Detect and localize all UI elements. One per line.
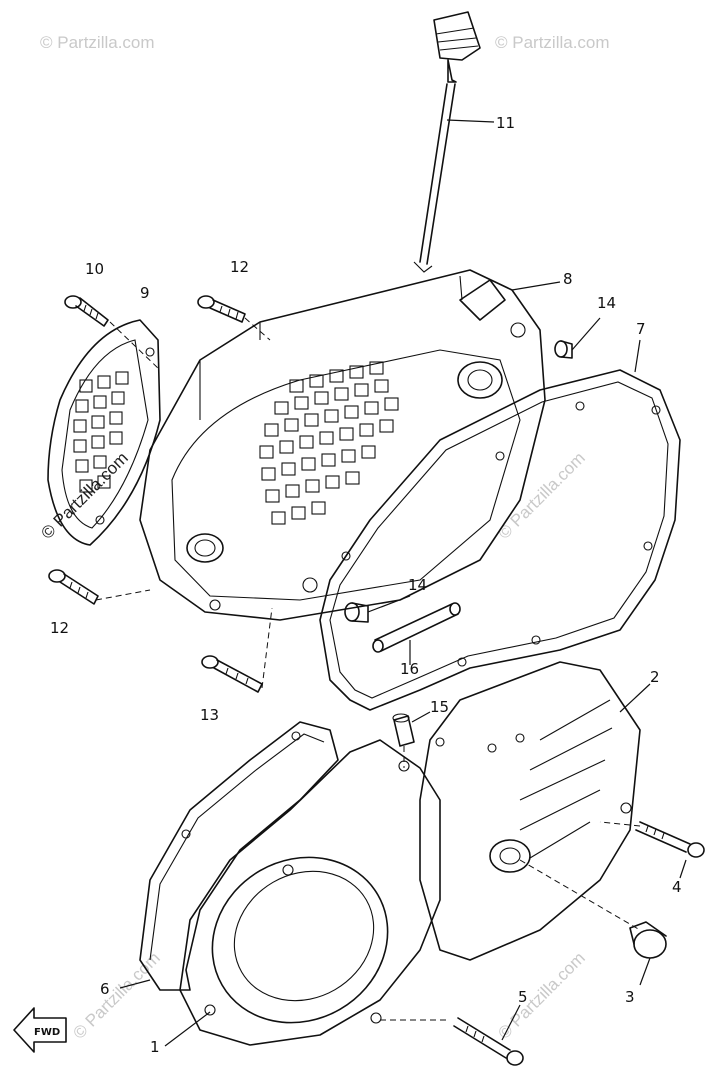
callout-8: 8 (563, 270, 573, 288)
watermark-top-right: © Partzilla.com (495, 33, 610, 52)
forward-direction-arrow: FWD (13, 1007, 67, 1053)
callout-11: 11 (496, 114, 515, 132)
callout-15: 15 (430, 698, 449, 716)
part-4-bolt (635, 821, 705, 879)
watermark-diagonal-right: © Partzilla.com (494, 448, 588, 542)
part-14-dowel-upper (554, 317, 601, 359)
callout-1: 1 (150, 1038, 160, 1056)
part-3-cap (629, 921, 667, 986)
part-6-gasket (119, 721, 339, 991)
callout-14-upper: 14 (597, 294, 616, 312)
part-15-plug (392, 711, 431, 747)
callout-2: 2 (650, 668, 660, 686)
callout-16: 16 (400, 660, 419, 678)
callout-7: 7 (636, 320, 646, 338)
part-11-dipstick (413, 11, 495, 273)
callout-13: 13 (200, 706, 219, 724)
callout-6: 6 (100, 980, 110, 998)
watermark-bottom-right: © Partzilla.com (494, 948, 588, 1042)
part-8-crankcase-cover (139, 269, 561, 621)
watermark-bottom-left: © Partzilla.com (69, 948, 163, 1042)
part-16-pin (372, 602, 461, 665)
callout-14-lower: 14 (408, 576, 427, 594)
part-1-generator-cover (164, 739, 441, 1047)
watermarks: © Partzilla.com © Partzilla.com © Partzi… (37, 33, 609, 1043)
callout-5: 5 (518, 988, 528, 1006)
callout-4: 4 (672, 878, 682, 896)
callout-3: 3 (625, 988, 635, 1006)
assembly-lines (95, 317, 641, 1021)
part-12-bolt-lower (48, 569, 99, 605)
part-12-bolt-upper (197, 295, 246, 323)
fwd-label: FWD (34, 1027, 60, 1038)
part-7-gasket (319, 339, 681, 711)
part-14-dowel-lower (344, 595, 411, 623)
callout-10: 10 (85, 260, 104, 278)
part-10-bolt (64, 295, 109, 327)
part-9-grille-cover (47, 319, 161, 546)
watermark-top-left: © Partzilla.com (40, 33, 155, 52)
part-2-side-cover (419, 661, 651, 961)
part-5-bolt (453, 1004, 524, 1066)
callout-12-upper: 12 (230, 258, 249, 276)
callout-9: 9 (140, 284, 150, 302)
callout-12-lower: 12 (50, 619, 69, 637)
part-13-bolt (201, 655, 263, 693)
callouts: 1 2 3 4 5 6 7 8 9 10 11 12 12 13 14 14 1… (50, 114, 682, 1056)
